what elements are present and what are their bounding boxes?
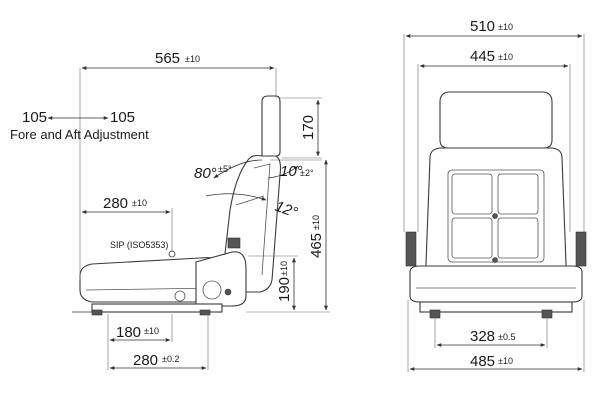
backrest-height-value: 465	[308, 233, 325, 258]
overall-depth-value: 565	[155, 50, 180, 67]
sip-depth-value: 280	[103, 195, 128, 212]
dim-base: 180 ±10 280 ±0.2	[107, 314, 209, 370]
dim-sip-depth: 280 ±10 SIP (ISO5353)	[81, 195, 173, 252]
base-front-tolerance: ±10	[144, 326, 159, 336]
sip-label: SIP (ISO5353)	[110, 240, 168, 250]
backrest-width-tolerance: ±10	[498, 52, 513, 62]
base-front-value: 180	[116, 324, 141, 341]
dim-headrest-height: 170	[280, 97, 322, 159]
front-view: 510 ±10 445 ±10 328 ±0.5 485 ±10	[403, 18, 587, 372]
dim-seat-height: 190 ±10	[248, 255, 298, 311]
fore-aft-label: Fore and Aft Adjustment	[10, 127, 149, 142]
dim-overall-depth: 565 ±10	[79, 50, 277, 280]
lower-angle-value: 12°	[273, 198, 300, 222]
base-width-value: 485	[470, 353, 495, 370]
sip-depth-tolerance: ±10	[132, 198, 147, 208]
dim-base-width: 485 ±10	[407, 300, 585, 372]
overall-width-value: 510	[470, 18, 495, 35]
base-total-value: 280	[133, 352, 158, 369]
dim-fore-aft: 105 105 Fore and Aft Adjustment	[10, 109, 149, 142]
seat-height-tolerance: ±10	[279, 261, 289, 276]
seat-height-value: 190	[276, 277, 293, 302]
back-angle-value: 80°	[194, 165, 217, 182]
fore-aft-front-value: 105	[110, 109, 135, 126]
dim-mount-width: 328 ±0.5	[434, 318, 548, 348]
backrest-tilt-tolerance: ±2°	[300, 168, 314, 178]
headrest-height-value: 170	[300, 115, 317, 140]
backrest-height-tolerance: ±10	[311, 215, 321, 230]
side-view: 565 ±10 105 105 Fore and Aft Adjustment …	[10, 50, 330, 370]
base-width-tolerance: ±10	[498, 356, 513, 366]
backrest-tilt-value: 10°	[280, 163, 303, 180]
backrest-width-value: 445	[470, 48, 495, 65]
base-total-tolerance: ±0.2	[162, 354, 179, 364]
fore-aft-rear-value: 105	[22, 109, 47, 126]
mount-width-value: 328	[470, 328, 495, 345]
front-seat-illustration	[405, 91, 587, 319]
overall-width-tolerance: ±10	[498, 22, 513, 32]
side-seat-illustration	[72, 95, 282, 316]
dim-backrest-height: 465 ±10	[246, 159, 330, 313]
dim-angles: 80° ±5° 10° ±2° 12°	[194, 159, 322, 222]
back-angle-tolerance: ±5°	[218, 164, 232, 174]
mount-width-tolerance: ±0.5	[498, 332, 515, 342]
dim-overall-width: 510 ±10	[403, 18, 585, 232]
dim-backrest-width: 445 ±10	[417, 48, 571, 232]
overall-depth-tolerance: ±10	[185, 54, 200, 64]
